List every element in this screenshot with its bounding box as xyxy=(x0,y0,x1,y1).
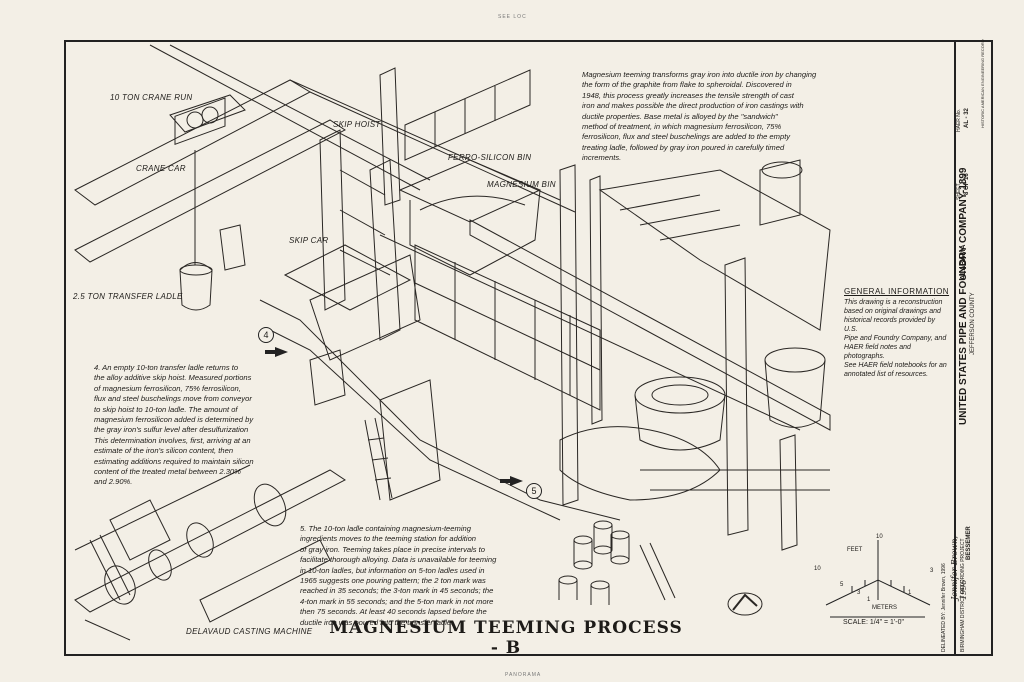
scale-tick-left-5: 5 xyxy=(840,582,844,588)
sheet-number: 8 OF 16 xyxy=(964,173,970,195)
scale-meters-label: METERS xyxy=(872,605,898,611)
scale-tick-right-1: 1 xyxy=(908,590,912,596)
general-information-text: This drawing is a reconstruction based o… xyxy=(844,299,947,378)
label-crane-car: CRANE CAR xyxy=(136,164,186,173)
delineator-credit: DELINEATED BY: Jennifer Brown, 1996 xyxy=(941,563,947,652)
scale-tick-left-1: 1 xyxy=(867,597,871,603)
general-information-heading: GENERAL INFORMATION xyxy=(844,287,950,296)
bottom-edge-note: PANORAMA xyxy=(505,672,542,678)
label-skip-car: SKIP CAR xyxy=(289,236,329,245)
scale-tick-top: 10 xyxy=(876,534,883,540)
scale-tick-left-3: 3 xyxy=(857,590,861,596)
step-4-marker: 4 xyxy=(258,327,274,343)
scale-text: SCALE: 1/4" = 1'-0" xyxy=(843,619,904,626)
scale-tick-left-10: 10 xyxy=(814,566,821,572)
county-name: JEFFERSON COUNTY xyxy=(970,292,976,355)
label-crane-run: 10 TON CRANE RUN xyxy=(110,93,193,102)
scale-tick-right-3: 3 xyxy=(930,568,934,574)
scale-feet-label: FEET xyxy=(847,547,863,553)
step-4-description: 4. An empty 10-ton transfer ladle return… xyxy=(94,363,254,487)
label-ferro-silicon-bin: FERRO-SILICON BIN xyxy=(448,153,532,162)
label-delavaud-casting-machine: DELAVAUD CASTING MACHINE xyxy=(186,627,313,636)
label-transfer-ladle: 2.5 TON TRANSFER LADLE xyxy=(73,292,183,301)
drawing-border xyxy=(64,40,956,656)
sheet-label: SHEET xyxy=(956,183,962,200)
haer-number: AL - 32 xyxy=(964,108,970,128)
project-title: UNITED STATES PIPE AND FOUNDRY COMPANY-1… xyxy=(958,167,969,425)
step-5-description: 5. The 10-ton ladle containing magnesium… xyxy=(300,524,497,627)
label-skip-hoist: SKIP HOIST xyxy=(333,120,381,129)
location-name: BESSEMER xyxy=(966,526,972,560)
label-magnesium-bin: MAGNESIUM BIN xyxy=(487,180,556,189)
title-block xyxy=(953,40,993,656)
haer-label: HAER No. xyxy=(956,108,962,132)
drawing-title: MAGNESIUM TEEMING PROCESS - B xyxy=(329,618,683,658)
state-name: ALABAMA xyxy=(960,244,967,280)
intro-description: Magnesium teeming transforms gray iron i… xyxy=(582,70,817,163)
agency-name: HISTORIC AMERICAN ENGINEERING RECORD xyxy=(980,39,985,128)
top-edge-note: SEE LOC xyxy=(498,14,527,20)
step-5-marker: 5 xyxy=(526,483,542,499)
